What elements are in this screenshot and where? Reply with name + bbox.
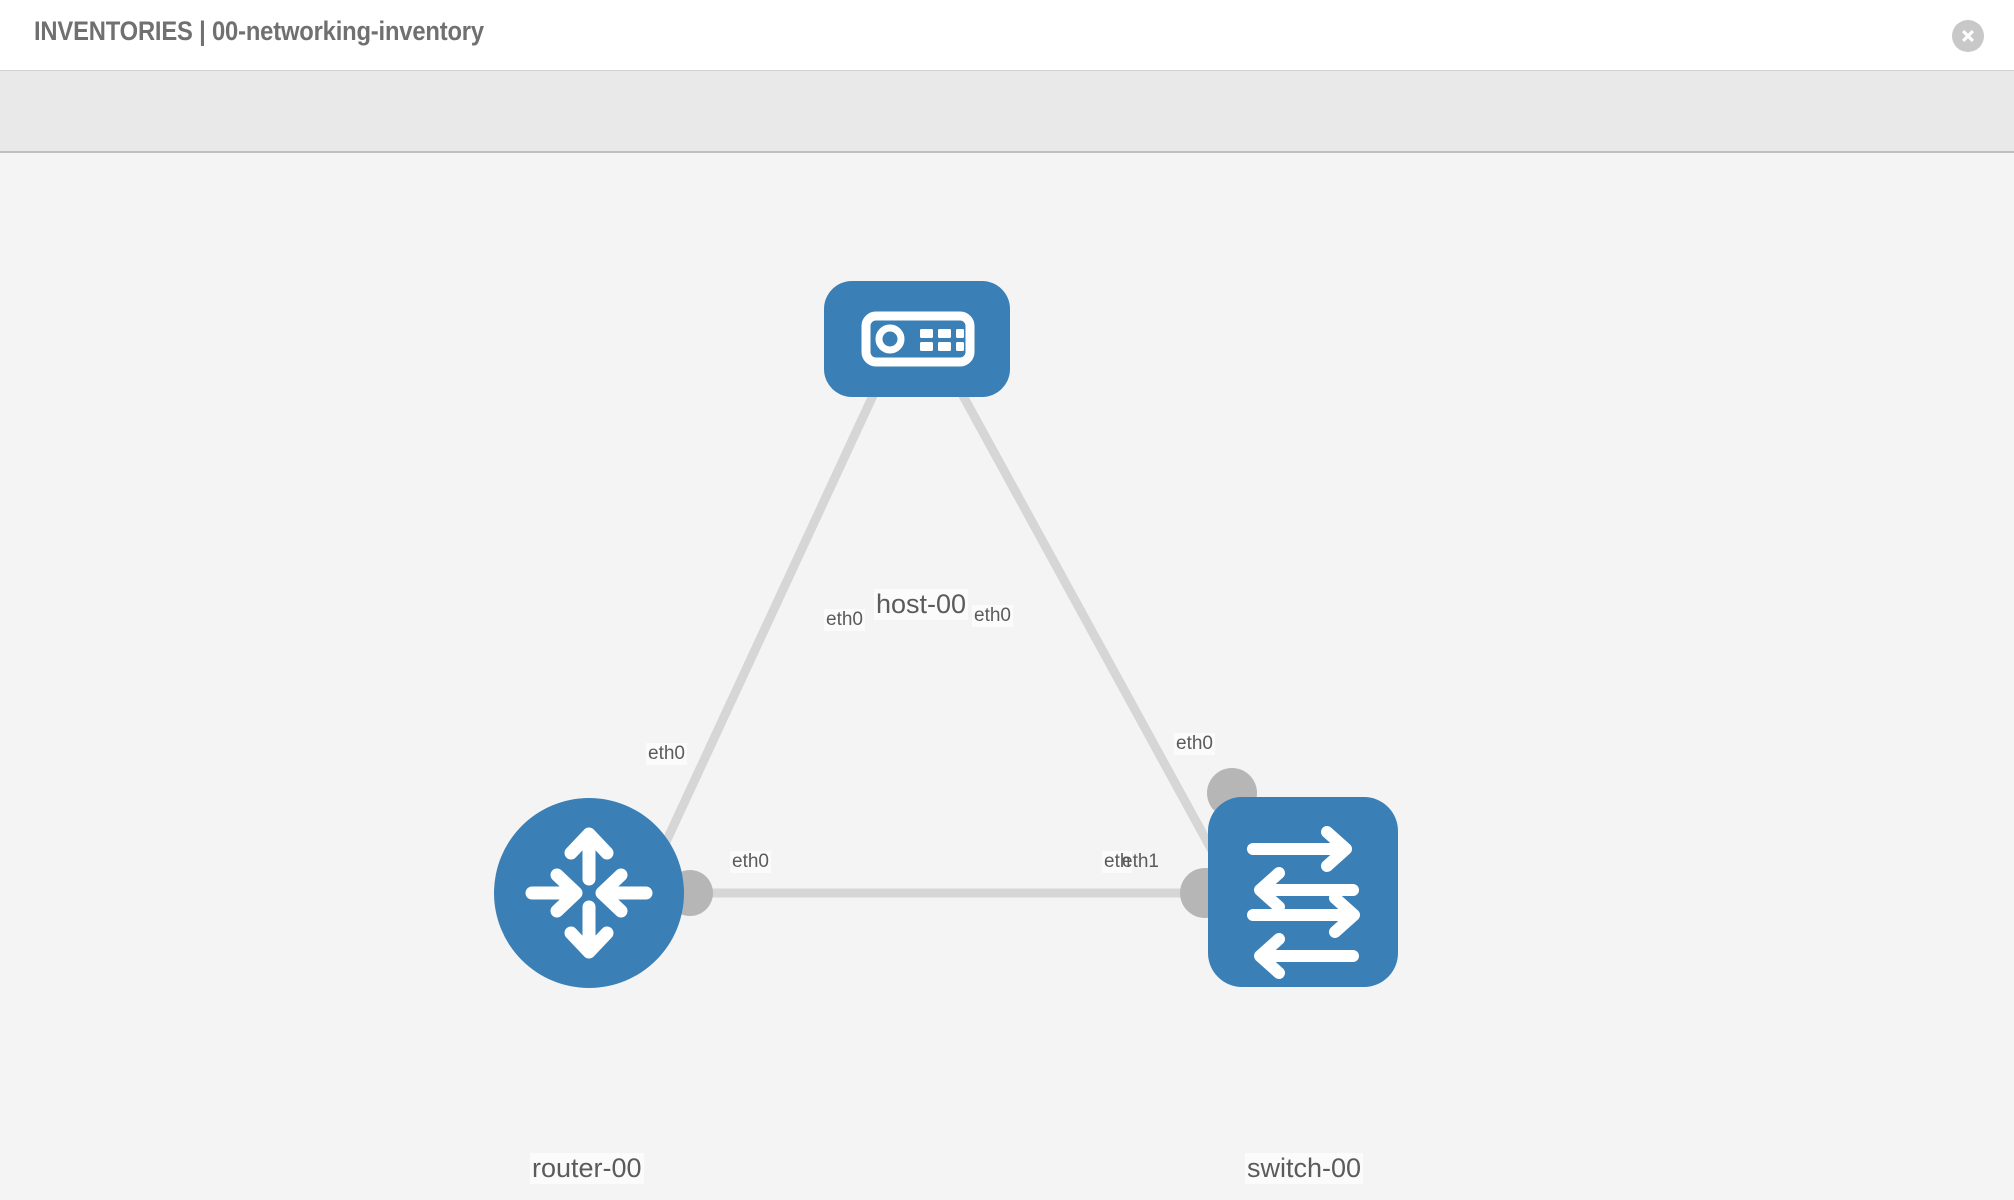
- link-host-router: [635, 359, 894, 900]
- node-label-host: host-00: [874, 589, 969, 621]
- switch-arrows-icon: [1247, 826, 1360, 979]
- port-label-host-eth0-right: eth0: [972, 605, 1013, 627]
- port-label-switch-eth1: eth1: [1122, 851, 1159, 872]
- close-button[interactable]: [1952, 20, 1984, 52]
- topology-graph: [494, 281, 1398, 988]
- links-layer: [635, 358, 1242, 901]
- link-host-switch: [940, 358, 1242, 901]
- page-title: INVENTORIES | 00-networking-inventory: [34, 16, 484, 46]
- port-label-router-eth0: eth0: [730, 851, 771, 873]
- topology-canvas[interactable]: host-00 router-00 switch-00 eth0 eth0 et…: [0, 153, 2014, 1200]
- ports-layer: [667, 325, 1257, 918]
- port-label-host-eth0-left: eth0: [824, 609, 865, 631]
- node-label-switch: switch-00: [1245, 1153, 1364, 1185]
- window-header: INVENTORIES | 00-networking-inventory: [0, 0, 2014, 70]
- close-icon: [1962, 30, 1974, 42]
- server-icon: [861, 311, 975, 367]
- node-router-00: [494, 798, 684, 988]
- port-label-switch-eth0-up: eth0: [1174, 733, 1215, 755]
- port-label-switch-eth: eth: [1102, 851, 1133, 873]
- router-arrows-icon: [525, 827, 653, 959]
- node-label-router: router-00: [530, 1153, 644, 1185]
- port-label-router-eth0-up: eth0: [646, 743, 687, 765]
- toolbar: ACTIONS SEARCH: [0, 70, 2014, 207]
- node-switch-00: [1208, 797, 1398, 987]
- node-host-00: [824, 281, 1010, 397]
